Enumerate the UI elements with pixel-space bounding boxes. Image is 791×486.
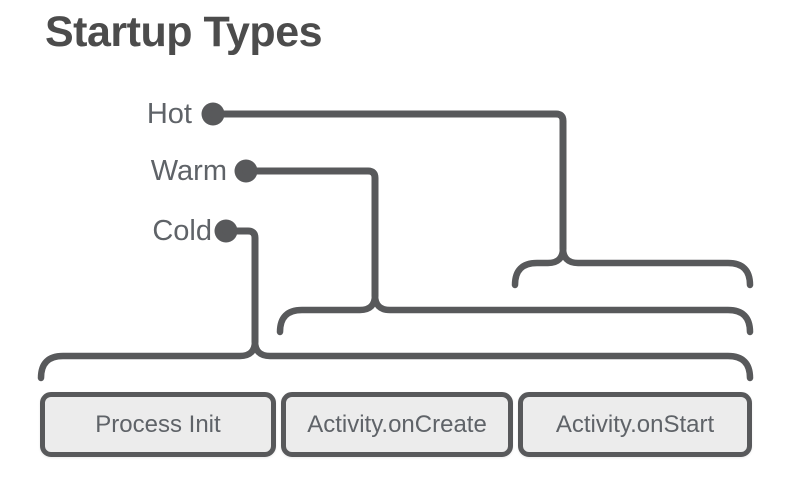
box-activity-onstart: Activity.onStart	[518, 392, 752, 457]
label-cold: Cold	[152, 215, 212, 247]
warm-connector-line	[242, 167, 379, 300]
box-process-init: Process Init	[40, 392, 276, 457]
label-warm: Warm	[150, 155, 227, 187]
box-process-init-label: Process Init	[95, 410, 221, 438]
box-activity-oncreate: Activity.onCreate	[281, 392, 513, 457]
cold-connector-line	[222, 227, 259, 346]
hot-connector-line	[209, 110, 567, 253]
diagram-title: Startup Types	[45, 8, 323, 56]
box-activity-onstart-label: Activity.onStart	[555, 410, 715, 438]
cold-brace	[37, 337, 754, 382]
hot-brace	[511, 244, 754, 289]
label-hot: Hot	[146, 98, 192, 130]
box-activity-oncreate-label: Activity.onCreate	[307, 410, 487, 438]
warm-brace	[276, 291, 754, 336]
